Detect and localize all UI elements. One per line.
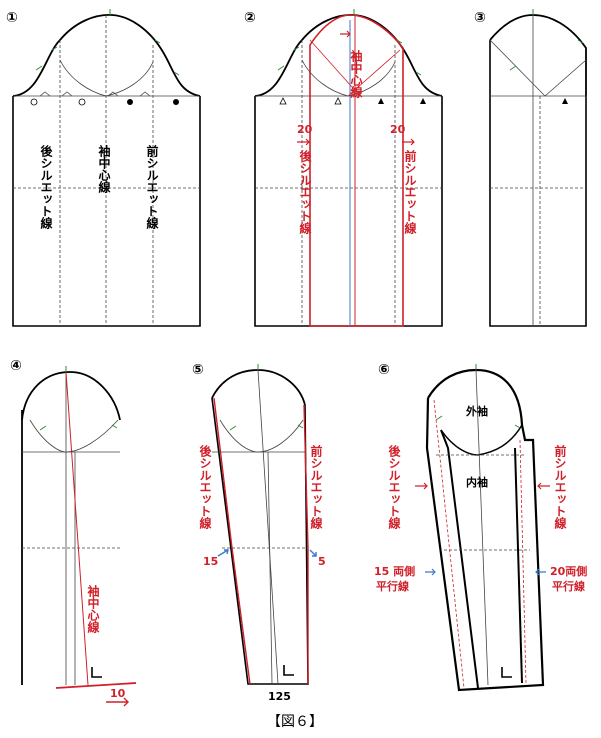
panel-5: ⑤ 後シルエット線 前シルエット線 15 5 125 [192,362,326,703]
panel-5-hem: 125 [268,690,291,703]
panel-4-number: ④ [10,358,22,374]
panel-3-green-ticks [509,9,584,71]
panel-2: ② 袖中心線 20 後シルエット線 20 前シルエット線 [244,9,443,327]
panel-4-red-center [65,371,89,686]
panel-5-red-back [213,397,251,685]
panel-2-tri-open-1 [279,97,287,105]
panel-5-center-line [257,369,279,685]
panel-1-circle-open-2 [78,98,86,106]
panel-1-circle-open-1 [30,98,38,106]
panel-3-number: ③ [474,10,486,26]
panel-6-right-angle [501,667,512,678]
panel-2-red-diagonals [309,39,401,97]
panel-5-under-curve [219,419,304,453]
panel-6-outer-label: 外袖 [465,404,488,418]
figure-caption: 【図６】 [267,714,323,730]
panel-1: ① 後シルエット線 袖中心線 前シルエット線 [6,9,201,327]
panel-1-sleeve-cap [12,14,201,97]
panel-3-tri-fill [562,98,568,104]
panel-6-back-arrow [415,482,428,490]
panel-4-center-label: 袖中心線 [86,584,100,634]
panel-6-front-parallel-b: 平行線 [552,579,585,593]
panel-4: ④ 袖中心線 10 [10,358,137,707]
panel-6-outer-outline [425,368,545,692]
panel-1-back-label: 後シルエット線 [39,144,53,230]
panel-1-notches [39,91,151,97]
panel-4-sleeve-cap [21,371,121,421]
panel-6-center-line [475,369,489,686]
panel-2-tri-fill-2 [420,98,426,104]
panel-2-green-ticks [277,9,422,76]
panel-6: ⑥ 外袖 内袖 後シルエット線 前シルエット線 15 両側 平行線 20両側 平… [374,362,587,692]
panel-6-front-parallel-arrow [535,568,546,576]
panel-5-red-front [303,404,309,684]
panel-6-under-curve [440,424,523,456]
panel-1-number: ① [6,10,18,26]
panel-1-circle-fill-1 [127,99,133,105]
panel-1-outline [12,96,201,327]
panel-3-outline [489,40,587,327]
panel-5-front-offset: 5 [318,555,326,568]
panel-2-back-label: 後シルエット線 [298,149,312,235]
panel-2-center-arrow [340,30,351,38]
panel-1-under-curve [59,59,154,97]
panel-5-back-offset: 15 [203,555,218,568]
panel-5-outline [211,397,309,685]
panel-4-right-angle [91,667,102,678]
panel-6-red-front [519,439,527,685]
panel-6-back-label: 後シルエット線 [387,444,401,530]
panel-3-diagonals [489,39,587,97]
panel-5-back-label: 後シルエット線 [198,444,212,530]
panel-6-back-parallel-a: 15 両側 [374,564,415,578]
panel-2-tri-fill-1 [378,98,384,104]
panel-6-front-arrow [537,482,550,490]
panel-2-center-label: 袖中心線 [349,49,363,99]
panel-1-green-ticks [35,9,180,76]
panel-4-shift: 10 [110,687,126,700]
panel-5-number: ⑤ [192,362,204,378]
panel-3: ③ [474,9,587,327]
panel-5-green-ticks [229,364,304,431]
panel-1-front-label: 前シルエット線 [145,144,159,230]
panel-5-front-label: 前シルエット線 [309,444,323,530]
panel-6-back-parallel-arrow [425,568,436,576]
panel-4-under-curve [29,419,119,453]
panel-5-aux-line [267,451,273,685]
panel-2-front-label: 前シルエット線 [403,149,417,235]
panel-5-back-arrow [217,549,229,557]
panel-4-shift-arrow [106,697,129,707]
panel-6-green-ticks [435,364,521,429]
panel-5-right-angle [283,665,294,676]
panel-6-front-parallel-a: 20両側 [550,564,587,578]
panel-6-red-back [433,399,465,689]
panel-6-inner-label: 内袖 [466,475,488,489]
panel-2-red-outline [309,14,404,327]
panel-5-front-arrow [309,549,317,557]
panel-2-front-offset: 20 [390,123,406,136]
panel-6-inner-outline [440,429,523,689]
panel-2-back-offset: 20 [297,123,313,136]
panel-3-sleeve-cap [489,14,587,96]
panel-4-green-ticks [39,366,118,431]
panel-2-number: ② [244,10,256,26]
panel-2-back-arrow [297,138,310,146]
panel-2-front-arrow [402,138,415,146]
panel-1-center-label: 袖中心線 [97,144,111,194]
panel-1-circle-fill-2 [173,99,179,105]
panel-6-number: ⑥ [378,362,390,378]
panel-2-tri-open-2 [334,97,342,105]
panel-6-front-label: 前シルエット線 [553,444,567,530]
panel-4-red-hem [55,682,137,689]
panel-6-back-parallel-b: 平行線 [376,579,409,593]
